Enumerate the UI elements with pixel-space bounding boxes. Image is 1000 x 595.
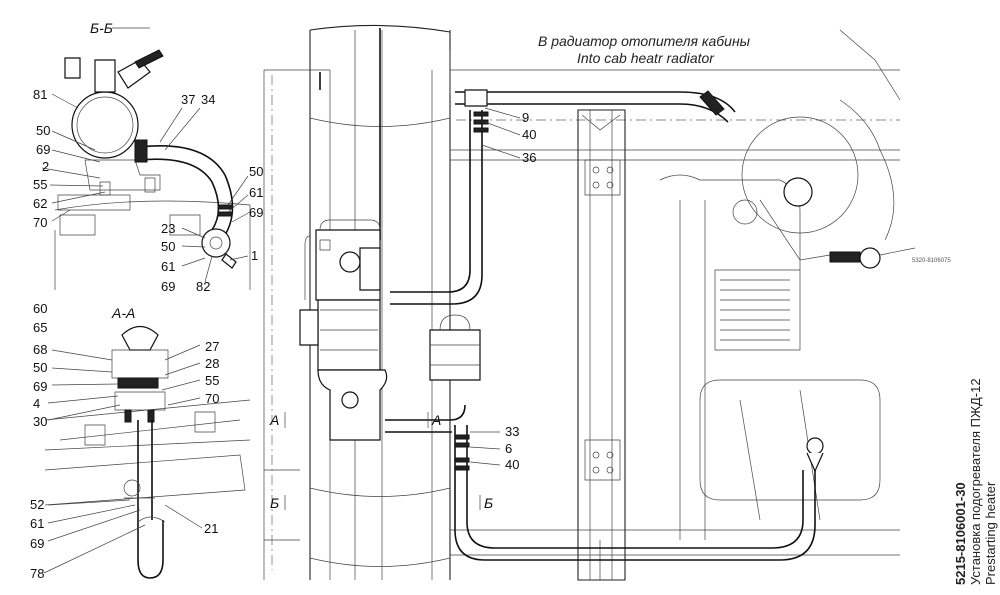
title-block: 5215-8106001-30 Установка подогревателя … <box>953 205 998 585</box>
callout: 69 <box>30 536 45 551</box>
drawing-title-ru: Установка подогревателя ПЖД-12 <box>968 378 983 585</box>
section-aa-view <box>44 325 251 579</box>
callout: 69 <box>249 205 264 220</box>
callout: 40 <box>522 127 537 142</box>
callout: 69 <box>161 279 176 294</box>
section-bb-view <box>54 49 251 290</box>
section-aa-title: А-А <box>112 305 136 321</box>
callout: 55 <box>33 177 48 192</box>
drawing-code: 5215-8106001-30 <box>953 482 968 585</box>
callout: 70 <box>33 215 48 230</box>
callout: 4 <box>33 396 41 411</box>
callout: 61 <box>161 259 176 274</box>
callout: 30 <box>33 414 48 429</box>
callout: 50 <box>249 164 264 179</box>
section-mark-b-right: Б <box>484 495 494 511</box>
section-mark-b-left: Б <box>270 495 280 511</box>
caption-ru: В радиатор отопителя кабины <box>538 33 750 49</box>
callout: 69 <box>36 142 51 157</box>
callout: 62 <box>33 196 48 211</box>
main-leaders <box>284 50 916 510</box>
callout: 55 <box>205 373 220 388</box>
callout: 61 <box>249 185 264 200</box>
callout: 82 <box>196 279 211 294</box>
callout: 78 <box>30 566 45 581</box>
callout: 65 <box>33 320 48 335</box>
callout: 50 <box>161 239 176 254</box>
callout: 21 <box>204 521 219 536</box>
callout: 69 <box>33 379 48 394</box>
callout: 60 <box>33 301 48 316</box>
callout: 52 <box>30 497 45 512</box>
callout: 50 <box>33 360 48 375</box>
callout: 61 <box>30 516 45 531</box>
callout: 40 <box>505 457 520 472</box>
drawing-title-en: Prestarting heater <box>983 481 998 585</box>
callout: 9 <box>522 110 530 125</box>
section-aa-leaders <box>43 27 203 574</box>
callout: 28 <box>205 356 220 371</box>
frame-rails <box>263 24 901 580</box>
section-mark-a-right: А <box>432 412 442 428</box>
callout: 33 <box>505 424 520 439</box>
hose-clamps <box>454 89 881 473</box>
callout: 70 <box>205 391 220 406</box>
heater-unit <box>299 219 481 441</box>
crossmember <box>577 109 626 581</box>
section-mark-a-left: А <box>270 412 280 428</box>
callout: 27 <box>205 339 220 354</box>
callout: 23 <box>161 221 176 236</box>
callout: 2 <box>42 159 50 174</box>
caption-en: Into cab heatr radiator <box>577 50 714 66</box>
callout: 37 <box>181 92 196 107</box>
callout: 36 <box>522 150 537 165</box>
callout: 68 <box>33 342 48 357</box>
part-number-note: 5320-8106075 <box>912 258 951 264</box>
callout: 34 <box>201 92 216 107</box>
callout: 81 <box>33 87 48 102</box>
section-bb-leaders <box>41 93 251 283</box>
callout: 6 <box>505 441 513 456</box>
callout: 1 <box>251 248 259 263</box>
callout: 50 <box>36 123 51 138</box>
coolant-pipes <box>319 28 816 561</box>
section-bb-title: Б-Б <box>90 20 113 36</box>
